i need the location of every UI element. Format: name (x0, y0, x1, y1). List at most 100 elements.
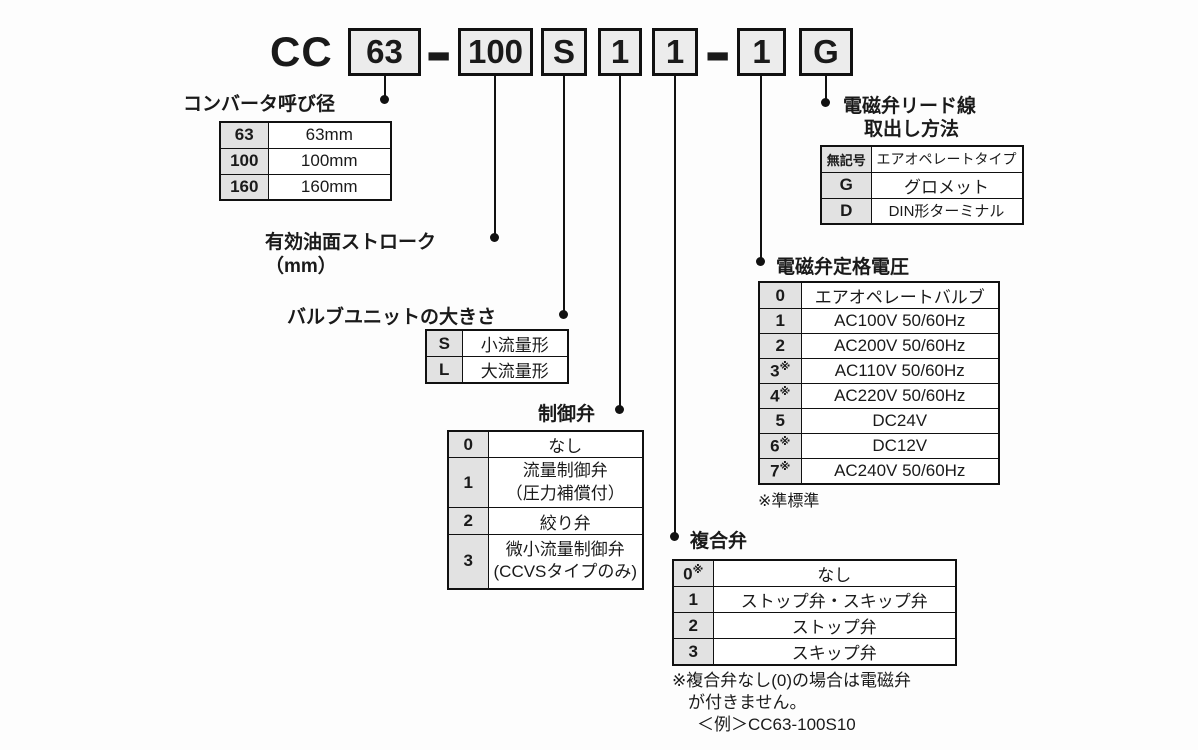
desc-line: 微小流量制御弁 (505, 540, 625, 560)
code-cell: 5 (758, 408, 802, 434)
desc-cell: AC100V 50/60Hz (800, 308, 1000, 334)
code-text: 4 (770, 386, 780, 406)
segment-box-diameter: 63 (348, 28, 421, 76)
segment-box-valve-unit: S (541, 28, 587, 76)
code-cell: 2 (758, 333, 802, 359)
table-row: 2 AC200V 50/60Hz (758, 333, 1000, 359)
code-text: 7 (770, 461, 780, 481)
connector-dot-composite-valve (670, 532, 679, 541)
code-cell: 0※ (672, 559, 714, 587)
code-cell: 1 (758, 308, 802, 334)
dash-separator: - (420, 14, 458, 89)
desc-cell: ストップ弁 (712, 612, 957, 639)
leader-line-diameter (384, 76, 386, 100)
table-row: 4※ AC220V 50/60Hz (758, 383, 1000, 409)
desc-cell: DC24V (800, 408, 1000, 434)
code-cell: S (425, 329, 463, 357)
desc-cell: 63mm (267, 121, 392, 149)
stroke-title: 有効油面ストローク (265, 232, 437, 253)
composite-valve-note-line2: が付きません。 (688, 693, 807, 712)
converter-diameter-table: 63 63mm 100 100mm 160 160mm (219, 121, 392, 201)
table-row: 3※ AC110V 50/60Hz (758, 358, 1000, 384)
desc-cell: AC220V 50/60Hz (800, 383, 1000, 409)
table-row: 1 流量制御弁 （圧力補償付） (447, 457, 644, 508)
dash-glyph: - (425, 13, 453, 89)
control-valve-table: 0 なし 1 流量制御弁 （圧力補償付） 2 絞り弁 3 微小流量制御弁 (CC… (447, 430, 645, 590)
table-row: 5 DC24V (758, 408, 1000, 434)
segment-box-stroke: 100 (458, 28, 533, 76)
code-text: 3 (770, 361, 780, 381)
code-cell: 3 (672, 638, 714, 666)
code-cell: 3 (447, 534, 489, 589)
table-row: 7※ AC240V 50/60Hz (758, 458, 1000, 484)
desc-cell: AC240V 50/60Hz (800, 458, 1000, 484)
table-row: 63 63mm (219, 121, 392, 149)
composite-valve-title: 複合弁 (690, 531, 748, 552)
dash-glyph: - (704, 13, 732, 89)
connector-dot-valve-unit (559, 310, 568, 319)
table-row: 2 ストップ弁 (672, 612, 957, 639)
leader-line-stroke (494, 76, 496, 238)
connector-dot-diameter (380, 95, 389, 104)
code-text: 6 (770, 436, 780, 456)
connector-dot-control-valve (615, 405, 624, 414)
voltage-note: ※準標準 (758, 493, 820, 510)
code-cell: 2 (672, 612, 714, 639)
segment-box-control-valve: 1 (598, 28, 642, 76)
code-cell: 1 (447, 457, 489, 508)
leader-line-composite-valve (674, 76, 676, 537)
desc-line: 流量制御弁 (522, 461, 608, 481)
desc-cell: なし (712, 559, 957, 587)
lead-wire-title-line2: 取出し方法 (864, 119, 960, 140)
table-row: 0 エアオペレートバルブ (758, 281, 1000, 309)
connector-dot-lead-wire (821, 98, 830, 107)
table-row: S 小流量形 (425, 329, 569, 357)
code-mark: ※ (692, 563, 704, 576)
code-text: 0 (683, 564, 693, 584)
code-cell: 0 (758, 281, 802, 309)
code-mark: ※ (779, 361, 791, 374)
leader-line-valve-unit (563, 76, 565, 315)
control-valve-title: 制御弁 (538, 404, 596, 425)
segment-box-voltage: 1 (737, 28, 786, 76)
code-cell: L (425, 356, 463, 384)
composite-valve-example: ＜例＞CC63-100S10 (697, 715, 856, 734)
desc-cell: AC110V 50/60Hz (800, 358, 1000, 384)
code-cell: D (820, 197, 872, 225)
code-mark: ※ (779, 436, 791, 449)
stroke-unit: （mm） (265, 256, 337, 277)
segment-box-lead-wire: G (799, 28, 853, 76)
desc-cell: エアオペレートバルブ (800, 281, 1000, 309)
leader-line-control-valve (619, 76, 621, 410)
table-row: 2 絞り弁 (447, 507, 644, 535)
composite-valve-note-line1: ※複合弁なし(0)の場合は電磁弁 (672, 671, 912, 690)
desc-cell: スキップ弁 (712, 638, 957, 666)
desc-cell: 100mm (267, 147, 392, 175)
desc-cell: 絞り弁 (487, 507, 644, 535)
table-row: 無記号 エアオペレートタイプ (820, 145, 1023, 173)
code-cell: 0 (447, 430, 489, 458)
desc-cell: 流量制御弁 （圧力補償付） (487, 457, 644, 508)
connector-dot-voltage (756, 257, 765, 266)
lead-wire-title-line1: 電磁弁リード線 (843, 96, 977, 117)
segment-box-composite-valve: 1 (652, 28, 698, 76)
code-cell: 100 (219, 147, 269, 175)
code-cell: 63 (219, 121, 269, 149)
voltage-title: 電磁弁定格電圧 (776, 257, 910, 278)
desc-cell: グロメット (870, 171, 1023, 199)
table-row: 160 160mm (219, 173, 392, 201)
table-row: 6※ DC12V (758, 433, 1000, 459)
table-row: 1 ストップ弁・スキップ弁 (672, 586, 957, 613)
composite-valve-table: 0※ なし 1 ストップ弁・スキップ弁 2 ストップ弁 3 スキップ弁 (672, 559, 957, 666)
leader-line-voltage (760, 76, 762, 262)
desc-cell: 微小流量制御弁 (CCVSタイプのみ) (487, 534, 644, 589)
desc-cell: AC200V 50/60Hz (800, 333, 1000, 359)
code-cell: 4※ (758, 383, 802, 409)
code-mark: ※ (779, 386, 791, 399)
desc-cell: 大流量形 (461, 356, 569, 384)
table-row: 3 微小流量制御弁 (CCVSタイプのみ) (447, 534, 644, 589)
connector-dot-stroke (490, 233, 499, 242)
table-row: 100 100mm (219, 147, 392, 175)
code-cell: 1 (672, 586, 714, 613)
code-cell: 2 (447, 507, 489, 535)
